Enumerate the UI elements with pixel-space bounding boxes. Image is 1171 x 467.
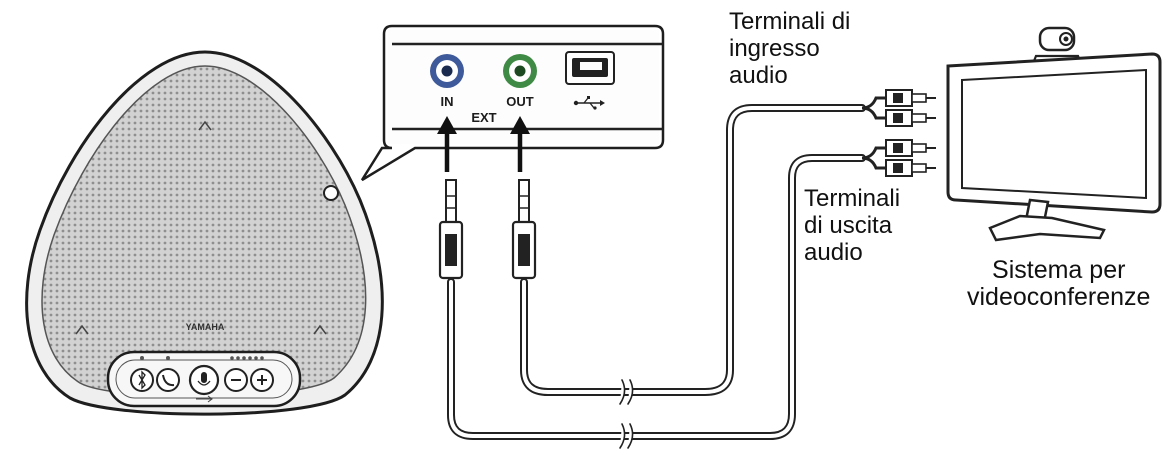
brand-logo: YAMAHA: [186, 322, 225, 332]
label-audio-input-terminals: Terminali di ingresso audio: [729, 8, 851, 89]
out-jack[interactable]: [503, 54, 537, 88]
in-label: IN: [441, 94, 454, 109]
cables: [447, 104, 866, 449]
interface-callout: IN EXT OUT: [360, 24, 665, 182]
video-conference-system: [946, 26, 1162, 242]
label-audio-output-terminals: Terminali di uscita audio: [804, 185, 901, 266]
indicator-dot-1: [140, 356, 144, 360]
out-label: OUT: [506, 94, 534, 109]
usb-icon: [573, 96, 605, 110]
mic-marker-right: [313, 324, 327, 335]
volume-down-button[interactable]: [224, 368, 248, 392]
out-plug: [511, 179, 537, 280]
ext-label: EXT: [471, 110, 496, 125]
rca-plugs-output: [861, 139, 936, 177]
monitor-base: [988, 214, 1106, 242]
call-button[interactable]: [156, 368, 180, 392]
speaker-grille: [41, 65, 367, 398]
mic-marker-left: [75, 324, 89, 335]
mic-marker-top: [198, 120, 212, 131]
in-jack[interactable]: [430, 54, 464, 88]
bluetooth-button[interactable]: [130, 368, 154, 392]
volume-level-dots: [230, 356, 264, 360]
insert-arrows: [437, 116, 530, 172]
usb-port[interactable]: [565, 51, 615, 85]
label-video-conference-system: Sistema per videoconferenze: [967, 256, 1151, 311]
mic-mute-button[interactable]: [188, 364, 220, 396]
rca-plugs-input: [861, 89, 936, 127]
status-led: [323, 185, 339, 201]
monitor-screen: [961, 68, 1147, 200]
in-plug: [438, 179, 464, 280]
speakerphone: YAMAHA: [25, 50, 384, 416]
indicator-dot-2: [166, 356, 170, 360]
cable-break-marks: [619, 379, 634, 449]
volume-up-button[interactable]: [250, 368, 274, 392]
